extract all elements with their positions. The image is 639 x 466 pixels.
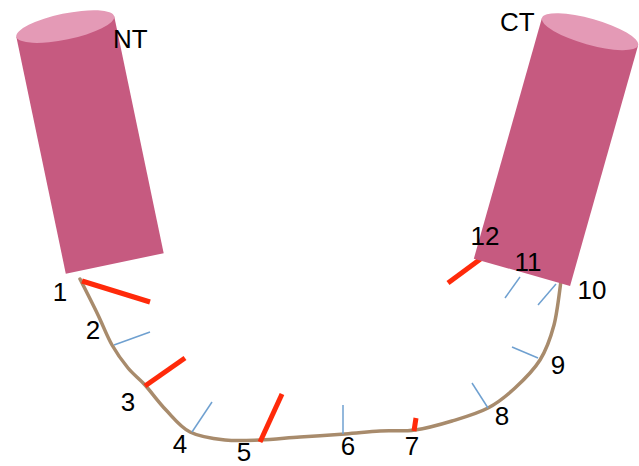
blue-tick <box>538 284 556 305</box>
red-tick <box>260 394 282 442</box>
callout-number: 3 <box>121 387 135 417</box>
linker-chain <box>80 279 561 441</box>
callout-number: 2 <box>86 315 100 345</box>
callout-number: 4 <box>173 429 187 459</box>
blue-tick <box>512 347 538 358</box>
callout-number: 9 <box>551 350 565 380</box>
callout-number: 1 <box>53 277 67 307</box>
terminus-label: NT <box>113 24 148 54</box>
red-tick <box>82 281 150 302</box>
callout-number: 6 <box>341 431 355 461</box>
blue-tick <box>472 383 488 408</box>
helix-cylinder: NT <box>0 0 175 295</box>
callout-number: 8 <box>495 401 509 431</box>
callout-number: 11 <box>515 247 542 277</box>
callout-number: 5 <box>237 437 251 466</box>
cylinder-shape <box>0 0 175 295</box>
callout-number: 12 <box>471 221 500 251</box>
terminus-label: CT <box>500 7 535 37</box>
blue-tick <box>342 405 344 434</box>
blue-tick <box>192 402 212 432</box>
blue-tick <box>114 332 150 345</box>
blue-tick <box>505 277 520 298</box>
red-tick <box>414 418 416 431</box>
red-tick <box>145 358 185 386</box>
callout-number: 7 <box>405 431 419 461</box>
callout-number: 10 <box>578 275 607 305</box>
